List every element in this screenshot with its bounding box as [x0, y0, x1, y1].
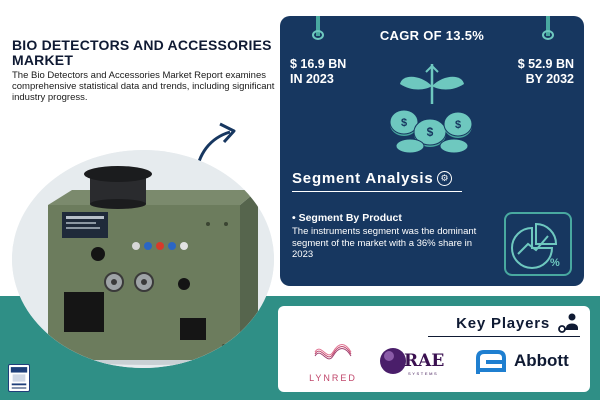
cagr-label: CAGR OF 13.5% [379, 28, 485, 43]
segment-analysis-label: Segment Analysis [292, 170, 434, 187]
end-value-year: BY 2032 [525, 72, 574, 86]
start-value: $ 16.9 BN IN 2023 [290, 57, 346, 87]
lynred-name: LYNRED [309, 373, 357, 383]
key-person-icon [558, 313, 578, 333]
rae-name: RAE [404, 351, 445, 371]
hanging-ring-left [312, 30, 324, 40]
pie-chart-icon: % [504, 212, 572, 276]
abbott-name: Abbott [514, 351, 569, 370]
end-value: $ 52.9 BN BY 2032 [518, 57, 574, 87]
svg-text:$: $ [455, 119, 461, 131]
market-info-board: CAGR OF 13.5% $ 16.9 BN IN 2023 $ 52.9 B… [280, 16, 584, 286]
company-logo-lynred: LYNRED [298, 342, 368, 383]
key-players-panel: Key Players LYNRED RAE SYSTEMS Abbott [278, 306, 590, 392]
plant-sprout-icon [400, 64, 464, 104]
start-value-year: IN 2023 [290, 72, 334, 86]
page-title: BIO DETECTORS AND ACCESSORIES MARKET [12, 37, 272, 68]
lynred-wave-icon [314, 344, 352, 360]
svg-text:$: $ [427, 125, 434, 139]
coin-stack-icon: $ $ $ [389, 64, 473, 154]
rae-subtitle: SYSTEMS [408, 371, 439, 376]
hanging-rope-right [546, 16, 550, 36]
key-players-heading: Key Players [456, 315, 550, 332]
segment-by-product: • Segment By Product [292, 212, 402, 224]
end-value-amount: $ 52.9 BN [517, 57, 574, 71]
company-logo-abbott: Abbott [474, 346, 584, 378]
bio-detector-device-image [12, 150, 274, 368]
key-players-divider [428, 336, 580, 337]
pie-chart-percent: % [550, 257, 560, 269]
segment-divider [292, 191, 462, 192]
company-logo-rae: RAE SYSTEMS [378, 342, 452, 382]
hanging-rope-left [316, 16, 320, 36]
rae-sphere-icon [380, 348, 406, 374]
svg-text:$: $ [401, 117, 407, 129]
segment-description: The instruments segment was the dominant… [292, 226, 477, 260]
start-value-amount: $ 16.9 BN [290, 57, 347, 71]
product-photo [12, 150, 274, 368]
report-description: The Bio Detectors and Accessories Market… [12, 70, 275, 103]
abbott-mark-icon [476, 350, 506, 374]
segment-gear-icon: ⚙ [437, 171, 453, 186]
publisher-logo [8, 364, 30, 392]
segment-analysis-heading: Segment Analysis ⚙ [292, 170, 453, 187]
hanging-ring-right [542, 30, 554, 40]
pie-chart-graphic: % [511, 222, 560, 269]
